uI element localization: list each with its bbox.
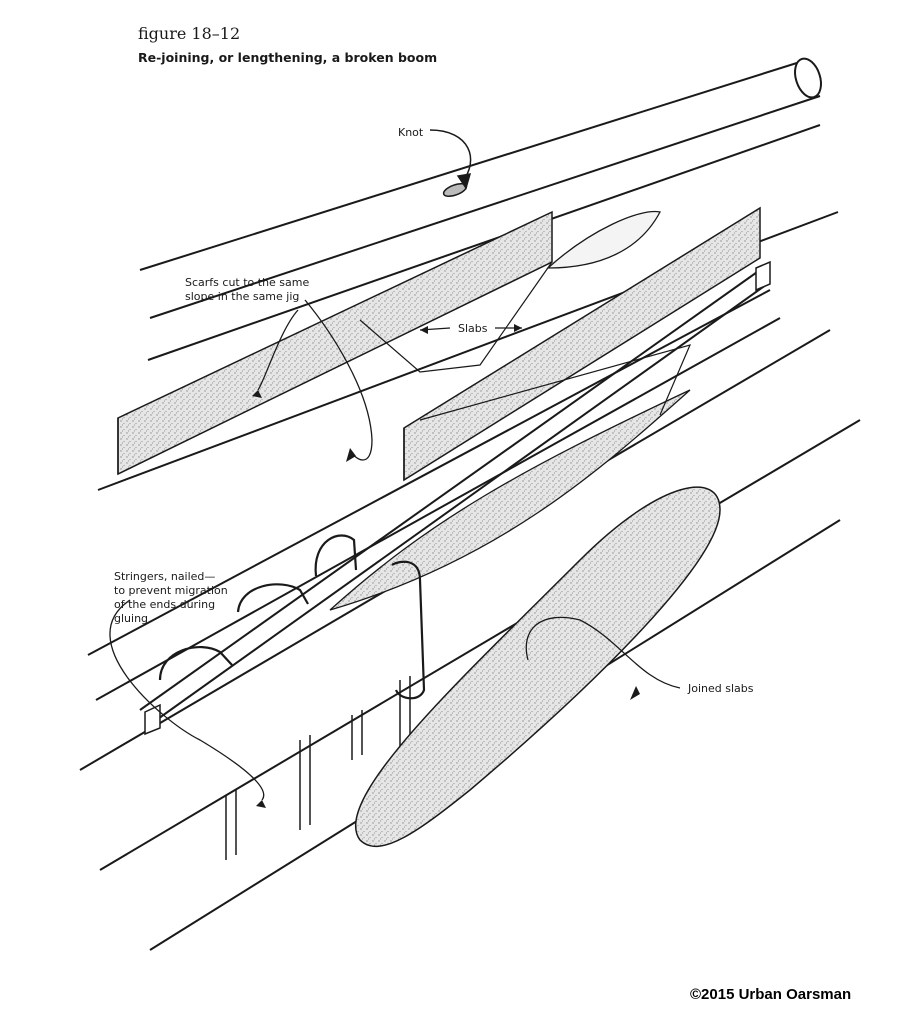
- figure-title: Re-joining, or lengthening, a broken boo…: [138, 50, 438, 65]
- label-scarfs-line2: slope in the same jig: [185, 290, 300, 303]
- right-slab: [403, 206, 761, 482]
- knot-marker: [429, 129, 472, 197]
- clamps: [158, 534, 426, 700]
- label-stringers-line1: Stringers, nailed—: [114, 570, 216, 583]
- label-knot: Knot: [398, 126, 424, 139]
- label-stringers-line2: to prevent migration: [114, 584, 228, 597]
- copyright-notice: ©2015 Urban Oarsman: [690, 986, 852, 1003]
- leader-lines: [109, 299, 681, 801]
- left-slab: [117, 210, 553, 476]
- label-stringers-line3: of the ends during: [114, 598, 216, 611]
- lower-scarf: [329, 344, 692, 611]
- upper-scarf: [546, 210, 661, 269]
- label-slabs: Slabs: [458, 322, 488, 335]
- label-joined-slabs: Joined slabs: [688, 682, 754, 695]
- jig-base: [144, 260, 771, 736]
- leader-arrowheads: [252, 324, 640, 808]
- label-scarfs-line1: Scarfs cut to the same: [185, 276, 310, 289]
- joined-slabs-shape: [354, 486, 721, 847]
- figure-number: figure 18–12: [138, 24, 241, 43]
- label-stringers-line4: gluing: [114, 612, 149, 625]
